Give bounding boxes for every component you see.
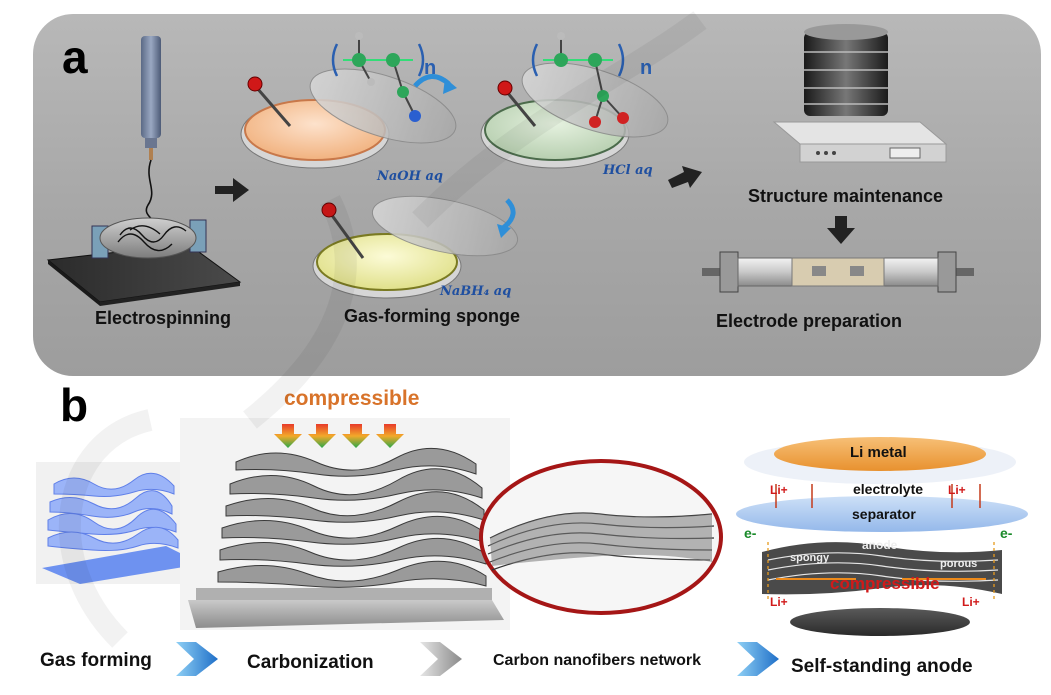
step-electrospinning: Electrospinning [95, 308, 232, 328]
chevron-arrow-2 [420, 642, 462, 676]
carbon-layered-sheets [188, 424, 504, 628]
dish-lid-3 [371, 195, 519, 257]
polymer-structure-1 [331, 32, 425, 122]
compressible-label: compressible [284, 387, 420, 410]
dish-nabh4 [316, 233, 458, 291]
arrow-down [827, 216, 855, 244]
panel-a-label: a [62, 31, 88, 83]
carbon-network-magnified [479, 459, 723, 615]
chevron-arrow-3 [737, 642, 779, 676]
bottom-disc [790, 608, 970, 636]
rotating-drum [99, 217, 197, 259]
step-gas-forming-sponge: Gas-forming sponge [344, 306, 521, 326]
step-electrode-preparation: Electrode preparation [716, 311, 903, 331]
electrode-holder [702, 251, 974, 293]
polymer-structure-2 [531, 32, 629, 128]
porous-label: porous [940, 558, 978, 570]
reagent-naoh: NaOH aq [377, 169, 443, 184]
anode-label: anode [862, 538, 898, 552]
gas-forming-sponge-dishes [240, 32, 669, 299]
syringe-body [141, 36, 161, 138]
spongy-label: spongy [790, 552, 830, 564]
repeat-index-1: n [424, 57, 437, 79]
dish-lid-2 [521, 62, 669, 138]
separator-label: separator [852, 506, 916, 522]
blue-fiber-sponge [36, 462, 202, 584]
reagent-nabh4: NaBH₄ aq [440, 284, 512, 299]
step-structure-maintenance: Structure maintenance [748, 186, 944, 206]
freeze-dryer [772, 24, 948, 163]
li-ion-label-1: Li+ [770, 483, 788, 497]
electron-label-2: e- [1000, 525, 1013, 541]
electron-label-1: e- [744, 525, 757, 541]
step-self-standing-anode: Self-standing anode [791, 656, 973, 677]
arrow-to-sponge [215, 178, 249, 202]
li-ion-label-3: Li+ [770, 595, 788, 609]
step-carbon-network: Carbon nanofibers network [493, 652, 702, 669]
separator-disc [736, 496, 1028, 532]
chevron-arrow-1 [176, 642, 218, 676]
compression-arrows [274, 424, 404, 448]
step-carbonization: Carbonization [247, 652, 374, 673]
step-gas-forming: Gas forming [40, 650, 152, 671]
li-metal-disc [774, 437, 986, 471]
electrospinning-apparatus [46, 36, 242, 306]
repeat-index-2: n [640, 57, 653, 79]
li-metal-label: Li metal [850, 444, 907, 461]
dish-lid-1 [309, 68, 457, 144]
arrow-to-maintenance [668, 166, 702, 188]
li-ion-label-4: Li+ [962, 595, 980, 609]
compressible-cell-label: compressible [830, 574, 940, 593]
electrolyte-label: electrolyte [853, 481, 924, 497]
battery-cell [736, 437, 1028, 636]
li-ion-label-2: Li+ [948, 483, 966, 497]
panel-b-label: b [60, 379, 89, 431]
reagent-hcl: HCl aq [603, 163, 653, 178]
